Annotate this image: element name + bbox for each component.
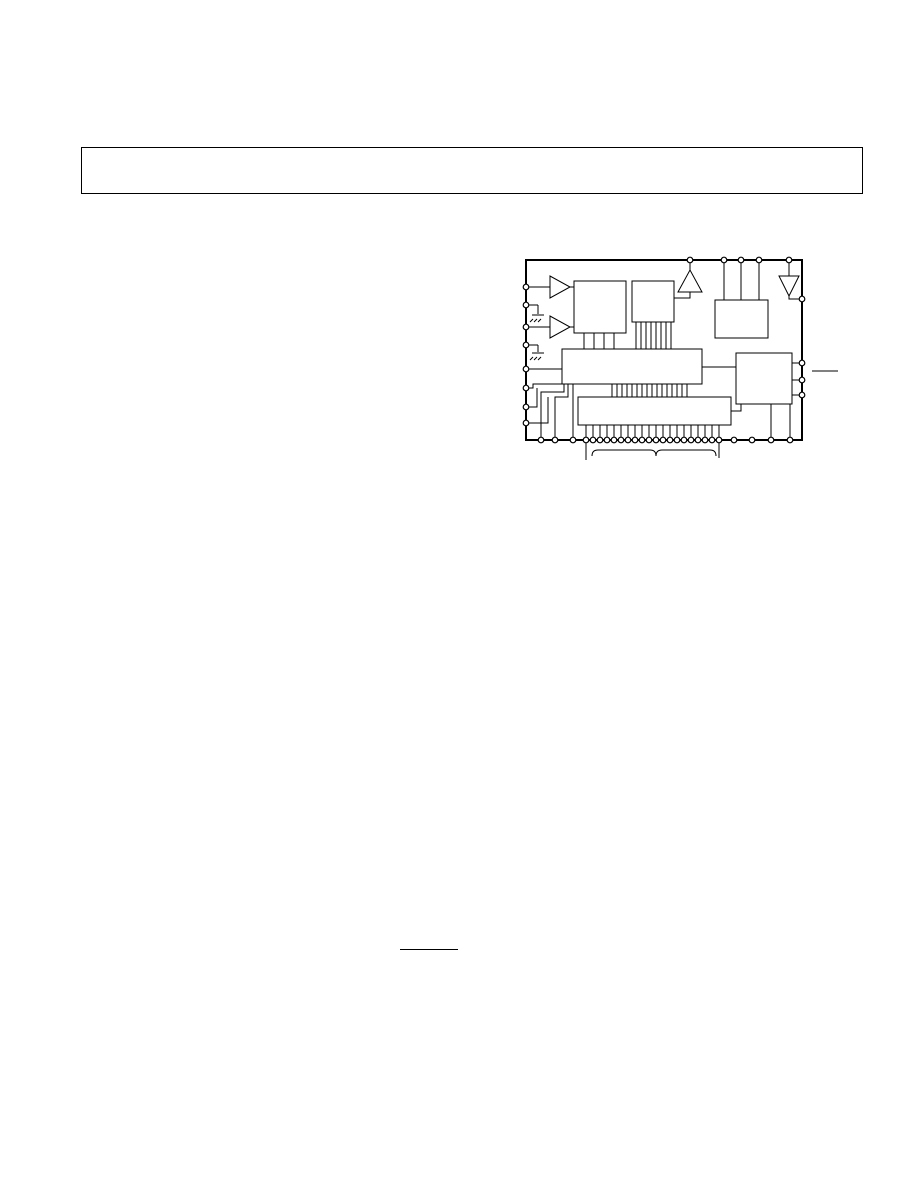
bottom-pins (537, 436, 794, 444)
top-pins (686, 256, 793, 264)
output-buffer (778, 275, 800, 298)
adc-block (573, 280, 627, 334)
overline-rule (400, 949, 458, 950)
title-banner (81, 147, 863, 194)
ground-icon-1 (526, 304, 544, 323)
interface-block (735, 352, 793, 405)
input-amplifier-2 (549, 315, 572, 339)
internal-data-bus (611, 384, 688, 397)
ground-icon-2 (526, 344, 544, 361)
output-register-block (577, 396, 732, 426)
mux-block (631, 280, 675, 323)
ref-block (714, 299, 769, 339)
input-amplifier-1 (549, 275, 572, 299)
data-bus-brace (591, 449, 717, 457)
control-logic-block (561, 348, 703, 385)
right-pins (798, 295, 806, 399)
functional-block-diagram (522, 256, 838, 460)
reference-amplifier (677, 268, 703, 293)
left-pins (522, 283, 530, 427)
